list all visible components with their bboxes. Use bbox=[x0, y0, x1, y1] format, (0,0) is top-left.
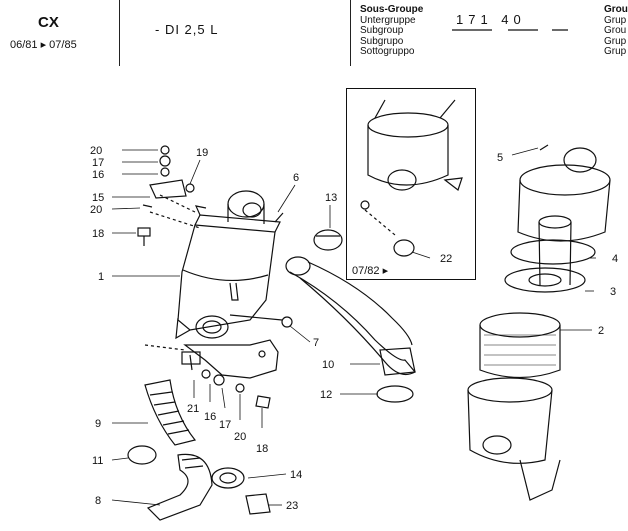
group-label: Grup bbox=[604, 14, 627, 26]
bent-pipe bbox=[146, 453, 213, 521]
filter-cover bbox=[517, 144, 611, 242]
callout-18: 18 bbox=[256, 443, 268, 455]
air-filter-housing bbox=[175, 214, 281, 340]
plate bbox=[245, 493, 271, 515]
callout-13: 13 bbox=[325, 192, 337, 204]
hardware-stack bbox=[137, 145, 195, 246]
group-label: Grup bbox=[604, 46, 627, 57]
washer bbox=[201, 369, 211, 379]
group-label: Grou bbox=[604, 4, 628, 15]
header-divider bbox=[119, 0, 120, 66]
subgroup-label: Untergruppe bbox=[360, 14, 416, 26]
flange-ring bbox=[504, 267, 586, 293]
callout-22: 22 bbox=[440, 253, 452, 265]
duct-clamp bbox=[376, 385, 414, 403]
callout-14: 14 bbox=[290, 469, 302, 481]
callout-11: 11 bbox=[92, 455, 103, 467]
callout-6: 6 bbox=[293, 172, 299, 184]
production-date-range: 06/81 ▸ 07/85 bbox=[10, 39, 77, 51]
filter-element bbox=[479, 312, 561, 379]
grommet bbox=[281, 316, 293, 328]
subgroup-label: Subgroup bbox=[360, 25, 404, 36]
callout-16: 16 bbox=[204, 411, 216, 423]
callout-20: 20 bbox=[234, 431, 246, 443]
group-labels-cropped: Grou Grup Grou Grup Grup bbox=[604, 4, 628, 58]
callout-17: 17 bbox=[92, 157, 104, 169]
hose-clamp bbox=[127, 445, 157, 465]
callout-20: 20 bbox=[90, 145, 102, 157]
callout-5: 5 bbox=[497, 152, 503, 164]
engine-variant: - DI 2,5 L bbox=[155, 22, 219, 37]
callout-21: 21 bbox=[187, 403, 199, 415]
housing-clip bbox=[194, 205, 284, 223]
group-label: Grup bbox=[604, 35, 627, 47]
subgroup-label: Sottogruppo bbox=[360, 46, 415, 57]
inset-housing bbox=[360, 99, 463, 257]
callout-16: 16 bbox=[92, 169, 104, 181]
header-divider bbox=[350, 0, 351, 66]
callout-18: 18 bbox=[92, 228, 104, 240]
callout-23: 23 bbox=[286, 500, 298, 512]
corrugated-hose bbox=[144, 379, 197, 446]
screw bbox=[229, 314, 283, 321]
bolt bbox=[255, 395, 271, 409]
callout-17: 17 bbox=[219, 419, 231, 431]
callout-19: 19 bbox=[196, 147, 208, 159]
inset-date: 07/82 ▸ bbox=[352, 265, 389, 277]
inset-frame bbox=[346, 88, 476, 280]
cap bbox=[313, 229, 343, 251]
leader-lines bbox=[111, 147, 596, 506]
subgroup-label: Subgrupo bbox=[360, 35, 404, 47]
assembly-line bbox=[144, 194, 201, 351]
stud bbox=[189, 354, 193, 371]
subgroup-label: Sous-Groupe bbox=[360, 4, 424, 15]
washer bbox=[235, 383, 245, 393]
seal-ring bbox=[211, 467, 245, 489]
subgroup-code: 171 40 bbox=[456, 12, 526, 27]
callout-8: 8 bbox=[95, 495, 101, 507]
intake-neck bbox=[227, 190, 265, 224]
callout-20: 20 bbox=[90, 204, 102, 216]
filter-bowl bbox=[467, 377, 561, 501]
group-label: Grou bbox=[604, 25, 627, 36]
callout-10: 10 bbox=[322, 359, 334, 371]
subgroup-labels: Sous-Groupe Untergruppe Subgroup Subgrup… bbox=[360, 4, 424, 58]
callout-1: 1 bbox=[98, 271, 104, 283]
callout-3: 3 bbox=[610, 286, 616, 298]
filter-tube bbox=[538, 215, 572, 286]
air-duct bbox=[285, 256, 416, 376]
mounting-bracket bbox=[181, 339, 279, 379]
nut bbox=[213, 374, 225, 386]
vehicle-model: CX bbox=[38, 14, 59, 31]
callout-labels: 20 17 16 19 15 20 18 1 6 13 7 10 12 9 21… bbox=[90, 145, 618, 512]
callout-12: 12 bbox=[320, 389, 332, 401]
callout-15: 15 bbox=[92, 192, 104, 204]
callout-4: 4 bbox=[612, 253, 618, 265]
callout-2: 2 bbox=[598, 325, 604, 337]
gasket-ring bbox=[510, 239, 596, 265]
callout-9: 9 bbox=[95, 418, 101, 430]
callout-7: 7 bbox=[313, 337, 319, 349]
